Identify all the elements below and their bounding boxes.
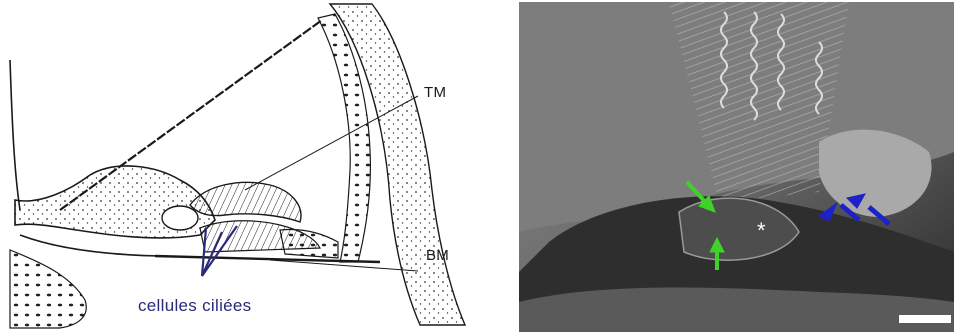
sem-micrograph: *: [519, 2, 954, 332]
hair-cells-label: cellules ciliées: [138, 296, 251, 316]
outer-cells: [280, 230, 338, 259]
sem-image: *: [519, 2, 954, 332]
scala-wall: [10, 60, 20, 210]
cochlea-drawing: [0, 0, 505, 332]
scale-bar: [899, 315, 951, 323]
lower-wall: [20, 235, 160, 256]
spiral-ganglion: [10, 250, 86, 328]
bm-label: BM: [426, 247, 449, 264]
tm-label: TM: [424, 84, 446, 101]
cochlea-schematic: TM BM cellules ciliées: [0, 0, 505, 332]
asterisk-marker: *: [757, 218, 766, 243]
inner-sulcus: [162, 206, 198, 230]
